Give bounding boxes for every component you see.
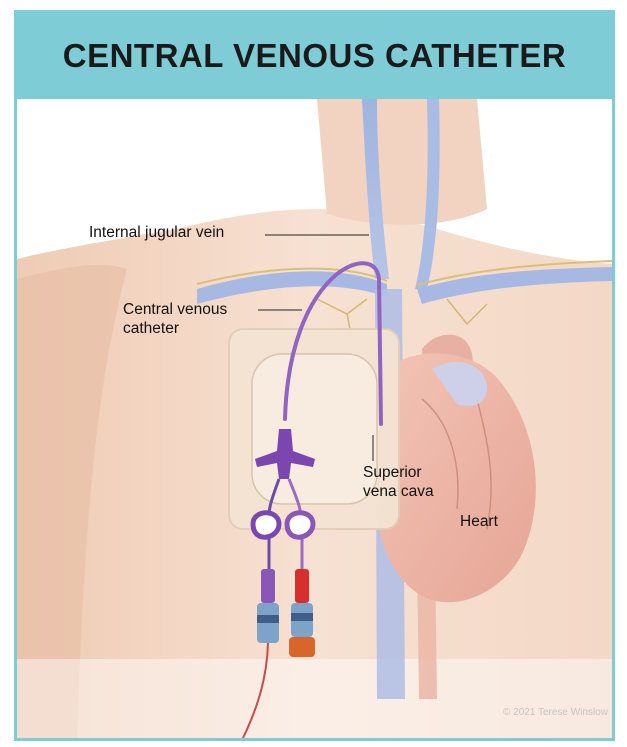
dressing-window [252,354,377,504]
label-heart: Heart [460,512,498,531]
label-catheter-line2: catheter [123,319,227,338]
connector-right-band [291,613,313,621]
label-internal-jugular-vein: Internal jugular vein [89,223,224,242]
label-svc-line2: vena cava [363,482,434,501]
connector-left-purple [261,569,275,603]
connector-right-red [295,569,309,603]
clamp-right [287,513,313,537]
copyright-credit: © 2021 Terese Winslow [503,707,608,718]
illustration: Internal jugular vein Central venous cat… [17,99,612,738]
clamp-left [253,513,279,537]
anatomy-illustration [17,99,612,738]
connector-left-band [257,615,279,623]
connector-right-cap [289,637,315,657]
label-catheter-line1: Central venous [123,300,227,319]
neck-skin [317,99,487,225]
label-central-venous-catheter: Central venous catheter [123,300,227,338]
label-svc-line1: Superior [363,463,434,482]
label-superior-vena-cava: Superior vena cava [363,463,434,501]
figure-title: CENTRAL VENOUS CATHETER [63,37,566,75]
title-bar: CENTRAL VENOUS CATHETER [17,13,612,99]
figure-frame: CENTRAL VENOUS CATHETER [14,10,615,741]
